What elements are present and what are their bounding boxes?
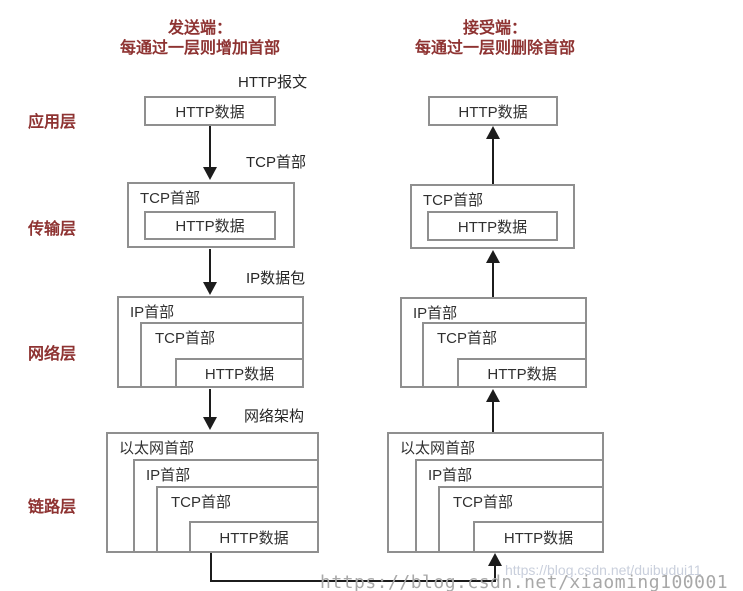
- box-label: TCP首部: [453, 494, 514, 511]
- send-title-line1: 发送端：: [167, 20, 232, 37]
- send-arrow2-line: [209, 249, 211, 283]
- send-side-title: 发送端： 每通过一层则增加首部: [105, 19, 295, 59]
- receive-network-http-data-box: HTTP数据: [457, 358, 587, 388]
- send-arrow1-down-icon: [203, 167, 217, 180]
- box-label: IP首部: [428, 467, 473, 484]
- box-label: HTTP数据: [487, 365, 557, 383]
- box-label: 以太网首部: [400, 440, 476, 457]
- receive-link-http-data-box: HTTP数据: [473, 521, 604, 553]
- box-label: IP首部: [130, 304, 175, 321]
- box-label: HTTP数据: [457, 218, 528, 236]
- receive-transport-tcp-box: TCP首部: [410, 184, 575, 249]
- layer-label-transport: 传输层: [28, 221, 77, 238]
- receive-arrow3-up-icon: [486, 389, 500, 402]
- receive-arrow1-line: [492, 138, 494, 184]
- box-label: IP首部: [146, 467, 191, 484]
- box-label: IP首部: [413, 305, 458, 322]
- send-network-arch-label: 网络架构: [244, 408, 305, 425]
- layer-label-network: 网络层: [28, 346, 77, 363]
- send-arrow3-down-icon: [203, 417, 217, 430]
- send-link-http-data-box: HTTP数据: [189, 521, 319, 553]
- box-label: HTTP数据: [503, 529, 574, 547]
- box-label: HTTP数据: [175, 103, 245, 121]
- box-label: TCP首部: [171, 494, 232, 511]
- send-app-http-data-box: HTTP数据: [144, 96, 276, 126]
- box-label: TCP首部: [437, 330, 498, 347]
- receive-transport-http-data-box: HTTP数据: [427, 211, 558, 241]
- receive-arrow2-up-icon: [486, 250, 500, 263]
- receive-title-line2: 每通过一层则删除首部: [414, 40, 575, 57]
- layer-label-link: 链路层: [28, 499, 77, 516]
- connector-horizontal-line: [210, 580, 496, 582]
- send-ip-packet-label: IP数据包: [246, 270, 306, 287]
- watermark-csdn-xiaoming100001: https://blog.csdn.net/xiaoming100001: [320, 572, 729, 591]
- send-transport-http-data-box: HTTP数据: [144, 211, 276, 240]
- watermark-csdn-duibudui11: https://blog.csdn.net/duibudui11: [505, 562, 702, 578]
- box-label: HTTP数据: [458, 103, 528, 121]
- send-arrow3-line: [209, 389, 211, 418]
- connector-left-vertical-line: [210, 553, 212, 582]
- receive-arrow3-line: [492, 401, 494, 432]
- send-transport-tcp-box: TCP首部: [127, 182, 295, 248]
- receive-arrow2-line: [492, 262, 494, 297]
- box-label: TCP首部: [423, 192, 484, 209]
- send-arrow1-line: [209, 126, 211, 168]
- box-label: HTTP数据: [204, 365, 275, 383]
- box-label: HTTP数据: [175, 218, 245, 235]
- receive-side-title: 接受端： 每通过一层则删除首部: [400, 19, 590, 59]
- box-label: 以太网首部: [119, 440, 195, 457]
- connector-up-arrow-icon: [488, 553, 502, 566]
- box-label: TCP首部: [155, 330, 216, 347]
- send-tcp-header-label: TCP首部: [246, 154, 307, 171]
- send-network-http-data-box: HTTP数据: [175, 358, 304, 388]
- receive-app-http-data-box: HTTP数据: [428, 96, 558, 126]
- layer-label-application: 应用层: [28, 114, 77, 131]
- send-http-message-label: HTTP报文: [238, 74, 308, 91]
- send-title-line2: 每通过一层则增加首部: [119, 40, 280, 57]
- box-label: HTTP数据: [219, 529, 289, 547]
- connector-right-vertical-line: [494, 566, 496, 581]
- send-arrow2-down-icon: [203, 282, 217, 295]
- receive-title-line1: 接受端：: [462, 20, 527, 37]
- receive-arrow1-up-icon: [486, 126, 500, 139]
- box-label: TCP首部: [140, 190, 201, 207]
